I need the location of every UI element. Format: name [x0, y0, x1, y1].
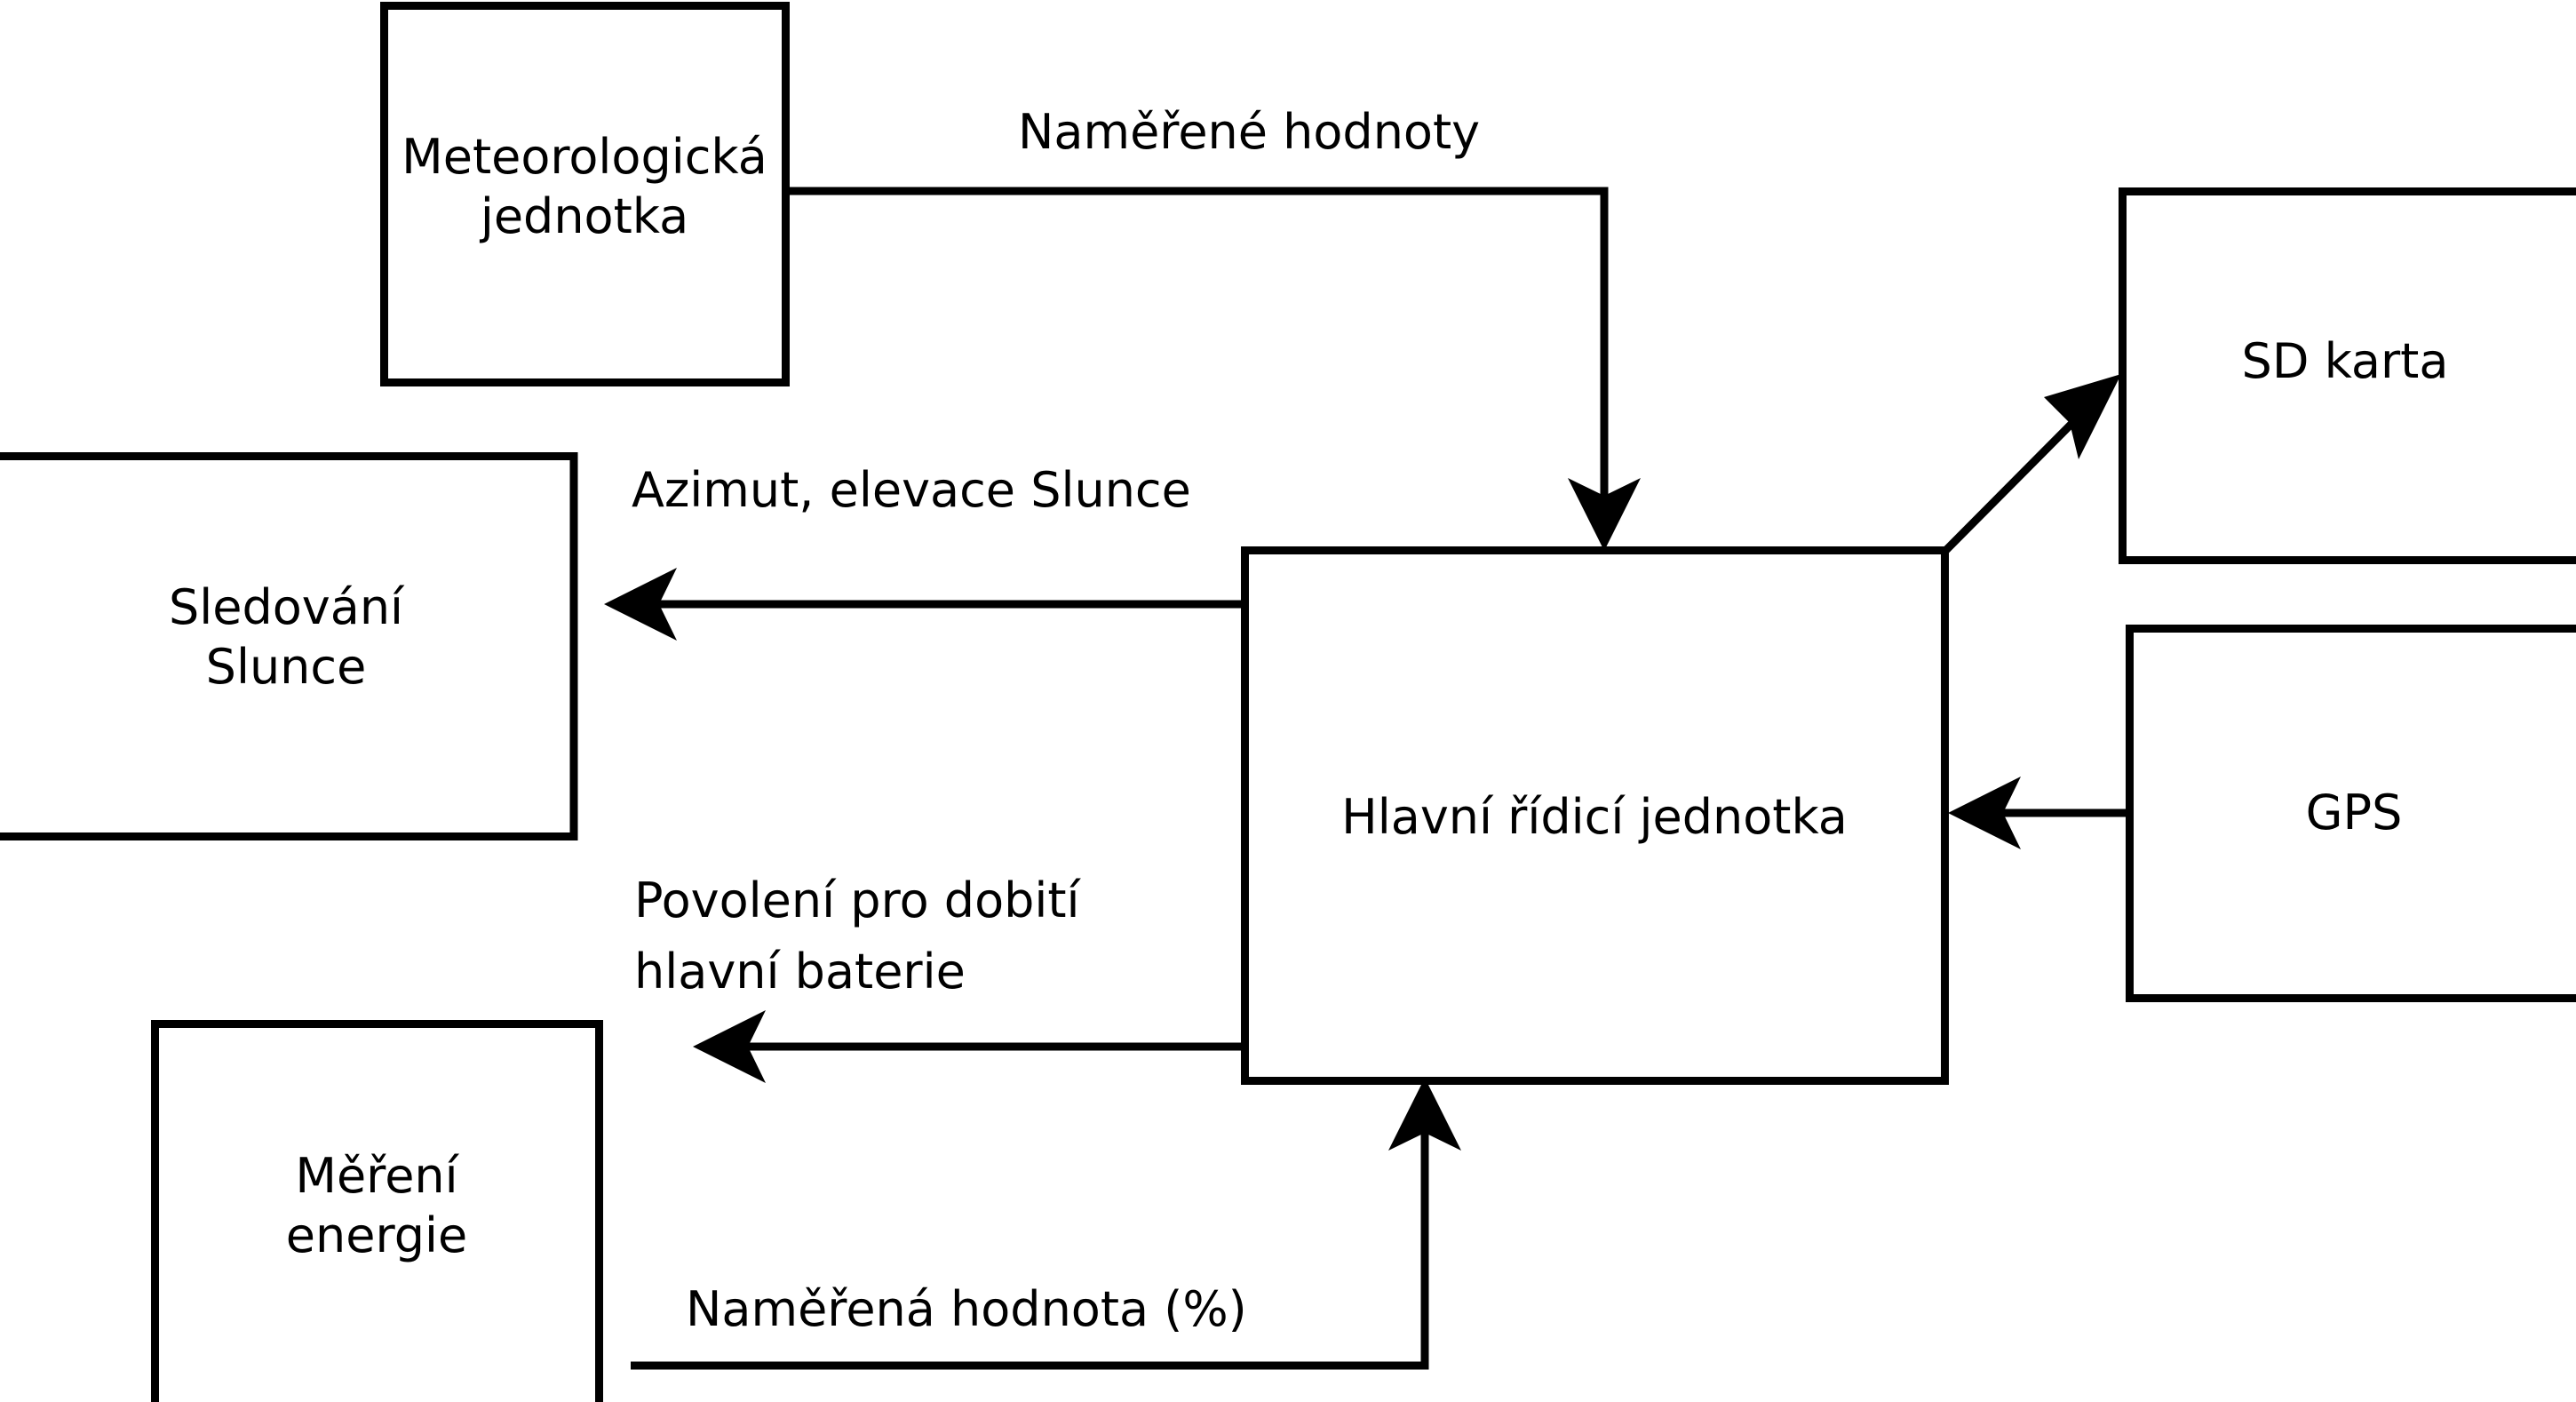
node-label-tracking-line2: Slunce — [206, 639, 367, 695]
node-mereni-energie[interactable]: Měření energie — [151, 1020, 603, 1402]
arrow-head-energy-to-main — [1388, 1078, 1461, 1151]
node-label-meteo-line1: Meteorologická — [402, 129, 767, 185]
edge-main-to-sd — [1942, 374, 2121, 554]
edge-line-meteo-to-main — [785, 187, 1609, 502]
edge-label-namerena-hodnota-procenta: Naměřená hodnota (%) — [686, 1281, 1247, 1337]
node-box-main — [1241, 546, 1949, 1085]
node-box-energy — [151, 1020, 603, 1402]
node-meteorologicka-jednotka[interactable]: Meteorologická jednotka — [380, 2, 790, 386]
edge-meteo-to-main: Naměřené hodnoty — [785, 104, 1641, 551]
node-label-tracking-line1: Sledování — [169, 579, 405, 635]
node-hlavni-ridici-jednotka[interactable]: Hlavní řídicí jednotka — [1241, 546, 1949, 1085]
node-label-energy-line2: energie — [286, 1207, 467, 1263]
node-gps[interactable]: GPS — [2126, 625, 2576, 1002]
edge-energy-to-main: Naměřená hodnota (%) — [631, 1078, 1461, 1370]
arrow-head-main-to-energy — [693, 1010, 766, 1083]
edge-main-to-energy: Povolení pro dobití hlavní baterie — [634, 872, 1244, 1083]
edge-label-azimut-elevace-slunce: Azimut, elevace Slunce — [632, 462, 1191, 518]
node-sledovani-slunce[interactable]: Sledování Slunce — [0, 452, 578, 840]
node-sd-karta[interactable]: SD karta — [2119, 187, 2576, 564]
node-box-gps — [2126, 625, 2576, 1002]
node-label-main-line1: Hlavní řídicí jednotka — [1341, 789, 1848, 845]
node-label-meteo-line2: jednotka — [480, 188, 688, 244]
edge-label-povoleni-line1: Povolení pro dobití — [634, 872, 1082, 928]
edge-label-namerene-hodnoty: Naměřené hodnoty — [1018, 104, 1480, 160]
node-box-sd — [2119, 187, 2576, 564]
edge-label-povoleni-line2: hlavní baterie — [634, 944, 966, 1000]
edge-gps-to-main — [1948, 777, 2129, 849]
arrow-head-gps-to-main — [1948, 777, 2021, 849]
node-label-gps: GPS — [2306, 785, 2403, 840]
node-label-sd: SD karta — [2242, 333, 2449, 389]
node-box-meteo — [380, 2, 790, 386]
arrow-head-main-to-sd — [2044, 374, 2121, 459]
node-box-tracking — [0, 452, 578, 840]
edge-line-energy-to-main — [631, 1127, 1429, 1370]
node-label-energy-line1: Měření — [295, 1148, 459, 1204]
edge-line-main-to-sd — [1942, 410, 2086, 554]
arrow-head-main-to-tracking — [604, 568, 677, 641]
arrow-head-meteo-to-main — [1568, 478, 1641, 551]
edge-main-to-tracking: Azimut, elevace Slunce — [604, 462, 1244, 641]
